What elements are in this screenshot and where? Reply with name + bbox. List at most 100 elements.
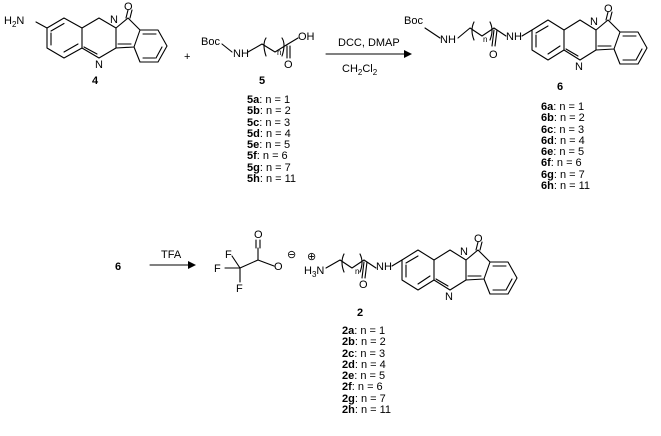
anion-o-label-1: O bbox=[254, 229, 263, 241]
variant-item: 2d: n = 4 bbox=[342, 358, 391, 371]
variant-item: 2f: n = 6 bbox=[342, 382, 391, 393]
anion-f-label-3: F bbox=[236, 283, 243, 295]
variant-id: 2f bbox=[342, 381, 352, 394]
compound-5-n-label: n bbox=[277, 48, 281, 57]
conditions-dcc-dmap: DCC, DMAP bbox=[338, 37, 400, 49]
variant-item: 5b: n = 2 bbox=[247, 106, 296, 117]
variant-item: 2e: n = 5 bbox=[342, 371, 391, 382]
variant-id: 2c bbox=[342, 347, 355, 360]
variant-item: 5d: n = 4 bbox=[247, 127, 296, 140]
compound-5-oh-label: OH bbox=[298, 31, 315, 43]
compound-6-n-label: n bbox=[483, 35, 487, 44]
variant-id: 5e bbox=[247, 139, 260, 152]
variant-value: : n = 4 bbox=[259, 127, 291, 140]
compound-6-id: 6 bbox=[557, 81, 563, 93]
variant-value: : n = 6 bbox=[256, 150, 288, 163]
variant-id: 5g bbox=[247, 161, 260, 174]
anion-charge-label: ⊖ bbox=[287, 249, 296, 261]
variant-item: 5g: n = 7 bbox=[247, 161, 296, 174]
variant-item: 2b: n = 2 bbox=[342, 337, 391, 348]
variant-item: 2h: n = 11 bbox=[342, 404, 391, 417]
compound-2-structure bbox=[325, 241, 518, 295]
variant-value: : n = 7 bbox=[354, 392, 386, 405]
variant-id: 6f bbox=[541, 157, 551, 170]
compound-6-amide-o-label: O bbox=[489, 49, 498, 61]
conditions-tfa: TFA bbox=[161, 249, 182, 261]
variant-item: 2c: n = 3 bbox=[342, 347, 391, 360]
variant-item: 6d: n = 4 bbox=[541, 134, 590, 147]
variant-id: 6a bbox=[541, 101, 554, 113]
variant-value: : n = 1 bbox=[354, 325, 386, 337]
plus-sign: + bbox=[184, 51, 190, 63]
variant-id: 5d bbox=[247, 127, 260, 140]
reaction-arrow-1 bbox=[325, 50, 412, 58]
variant-value: : n = 3 bbox=[553, 123, 585, 136]
variant-id: 2a bbox=[342, 325, 355, 337]
variant-id: 5b bbox=[247, 105, 260, 118]
compound-2-amide-nh-label: NH bbox=[376, 261, 392, 273]
variant-value: : n = 5 bbox=[259, 139, 291, 152]
variant-value: : n = 3 bbox=[259, 116, 291, 129]
compound-2-n-label-1: N bbox=[460, 246, 468, 258]
variant-id: 6g bbox=[541, 168, 554, 181]
compound-4-id: 4 bbox=[92, 75, 99, 87]
variant-item: 5a: n = 1 bbox=[247, 94, 296, 106]
variant-item: 5h: n = 11 bbox=[247, 173, 297, 186]
variant-value: : n = 11 bbox=[259, 173, 297, 186]
compound-4-o-label: O bbox=[124, 1, 133, 13]
compound-5-boc-label: Boc bbox=[201, 36, 220, 48]
variant-id: 5f bbox=[247, 150, 257, 163]
compound-6-amide-nh-label: NH bbox=[506, 31, 522, 43]
variant-value: : n = 5 bbox=[354, 370, 386, 383]
variant-id: 6h bbox=[541, 180, 554, 193]
variant-item: 6c: n = 3 bbox=[541, 123, 590, 136]
variant-value: : n = 3 bbox=[354, 347, 386, 360]
compound-2-h3n-label: H3N bbox=[304, 265, 324, 279]
variant-id: 6d bbox=[541, 134, 554, 147]
amine-h2n-label: H2N bbox=[4, 15, 24, 29]
variant-value: : n = 11 bbox=[553, 180, 591, 193]
variant-value: : n = 1 bbox=[553, 101, 585, 113]
reaction2-reactant-id: 6 bbox=[115, 261, 121, 273]
variant-value: : n = 4 bbox=[553, 134, 585, 147]
conditions-solvent: CH2Cl2 bbox=[342, 63, 378, 77]
anion-o-label-2: O bbox=[274, 261, 283, 273]
variant-item: 5c: n = 3 bbox=[247, 116, 296, 129]
variant-id: 2b bbox=[342, 336, 355, 349]
variant-id: 2h bbox=[342, 404, 355, 417]
variant-value: : n = 4 bbox=[354, 358, 386, 371]
variant-item: 6g: n = 7 bbox=[541, 168, 590, 181]
variant-id: 2e bbox=[342, 370, 355, 383]
variant-id: 6e bbox=[541, 146, 554, 159]
cation-charge-label: ⊕ bbox=[307, 251, 316, 263]
variant-item: 5e: n = 5 bbox=[247, 140, 296, 151]
trifluoroacetate-anion bbox=[224, 239, 275, 283]
variant-item: 6a: n = 1 bbox=[541, 101, 590, 113]
compound-4-n-label-1: N bbox=[110, 14, 118, 26]
variant-item: 6e: n = 5 bbox=[541, 147, 590, 158]
variant-item: 6h: n = 11 bbox=[541, 180, 591, 193]
variant-id: 5h bbox=[247, 173, 260, 186]
compound-2-amide-o-label: O bbox=[359, 279, 368, 291]
anion-f-label-2: F bbox=[225, 249, 232, 261]
variant-value: : n = 5 bbox=[553, 146, 585, 159]
variant-id: 5c bbox=[247, 116, 260, 129]
variant-value: : n = 7 bbox=[259, 161, 291, 174]
compound-4-n-label-2: N bbox=[95, 59, 103, 71]
variant-value: : n = 7 bbox=[553, 168, 585, 181]
variant-id: 2d bbox=[342, 358, 355, 371]
compound-6-ketone-o-label: O bbox=[604, 3, 613, 15]
variant-item: 2g: n = 7 bbox=[342, 392, 391, 405]
compound-2-ketone-o-label: O bbox=[474, 233, 483, 245]
variant-id: 5a bbox=[247, 94, 260, 106]
variant-value: : n = 1 bbox=[259, 94, 291, 106]
variant-value: : n = 6 bbox=[351, 381, 383, 394]
compound-2-n-label-2: N bbox=[445, 291, 453, 303]
variant-item: 6f: n = 6 bbox=[541, 158, 590, 169]
compound-6-n-label-1: N bbox=[590, 16, 598, 28]
compound-5-structure bbox=[221, 37, 299, 59]
